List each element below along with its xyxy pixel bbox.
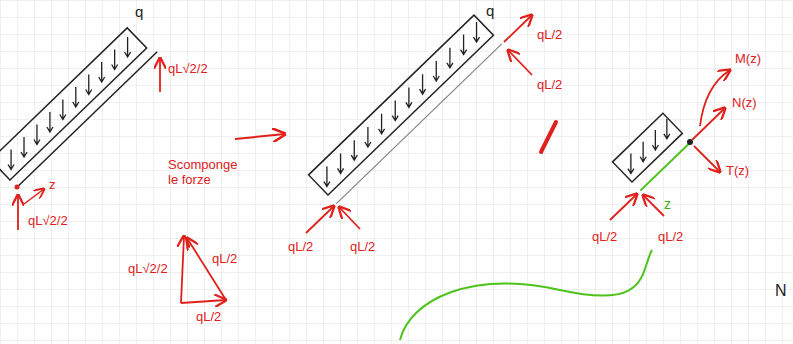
force-label: qL/2 bbox=[196, 310, 221, 325]
moment-label: M(z) bbox=[735, 52, 761, 67]
force-label: qL/2 bbox=[592, 230, 617, 245]
beam-axis bbox=[336, 44, 501, 204]
coordinate-arrow bbox=[24, 189, 44, 204]
coordinate-label: z bbox=[664, 196, 671, 212]
support-point bbox=[15, 185, 20, 190]
force-vector bbox=[187, 238, 226, 300]
beam bbox=[309, 15, 502, 204]
force-label: qL/2 bbox=[537, 28, 562, 43]
distributed-load bbox=[314, 19, 490, 189]
force-label: qL√2/2 bbox=[128, 262, 168, 277]
length-line bbox=[640, 142, 690, 191]
shear-force-arrow bbox=[694, 146, 720, 172]
force-arrow bbox=[508, 50, 532, 75]
beam-segment bbox=[613, 112, 692, 190]
force-arrow bbox=[643, 195, 664, 216]
force-label: qL/2 bbox=[212, 252, 237, 267]
coordinate-label: z bbox=[49, 178, 56, 193]
load-symbol: q bbox=[135, 3, 143, 20]
force-label: qL/2 bbox=[350, 240, 375, 255]
beam bbox=[0, 24, 157, 187]
beam-outline bbox=[309, 15, 494, 195]
force-label: qL/2 bbox=[537, 78, 562, 93]
force-label: qL/2 bbox=[658, 230, 683, 245]
force-arrow bbox=[306, 206, 334, 233]
cut-letter: N bbox=[775, 282, 787, 300]
force-arrow bbox=[504, 15, 532, 42]
green-curve bbox=[400, 250, 652, 340]
reaction-arrow bbox=[17, 195, 19, 230]
note: Scomponge le forze bbox=[168, 158, 248, 188]
shear-force-label: T(z) bbox=[726, 164, 749, 179]
force-vector bbox=[181, 236, 184, 303]
force-arrow bbox=[339, 207, 360, 229]
normal-force-arrow bbox=[692, 108, 725, 140]
beam-axis bbox=[17, 52, 157, 187]
beam-outline bbox=[613, 113, 683, 182]
distributed-load bbox=[618, 116, 680, 177]
force-label: qL/2 bbox=[288, 240, 313, 255]
force-vector bbox=[181, 300, 226, 303]
reaction-label: qL√2/2 bbox=[28, 214, 68, 229]
normal-force-label: N(z) bbox=[732, 96, 757, 111]
reaction-label: qL√2/2 bbox=[168, 62, 208, 77]
red-slash bbox=[541, 122, 556, 152]
load-symbol: q bbox=[486, 2, 494, 19]
reaction-arrow bbox=[159, 58, 161, 92]
beam-outline bbox=[0, 28, 147, 180]
distributed-load bbox=[0, 34, 141, 173]
transition-arrow bbox=[235, 134, 285, 139]
force-arrow bbox=[610, 194, 637, 220]
